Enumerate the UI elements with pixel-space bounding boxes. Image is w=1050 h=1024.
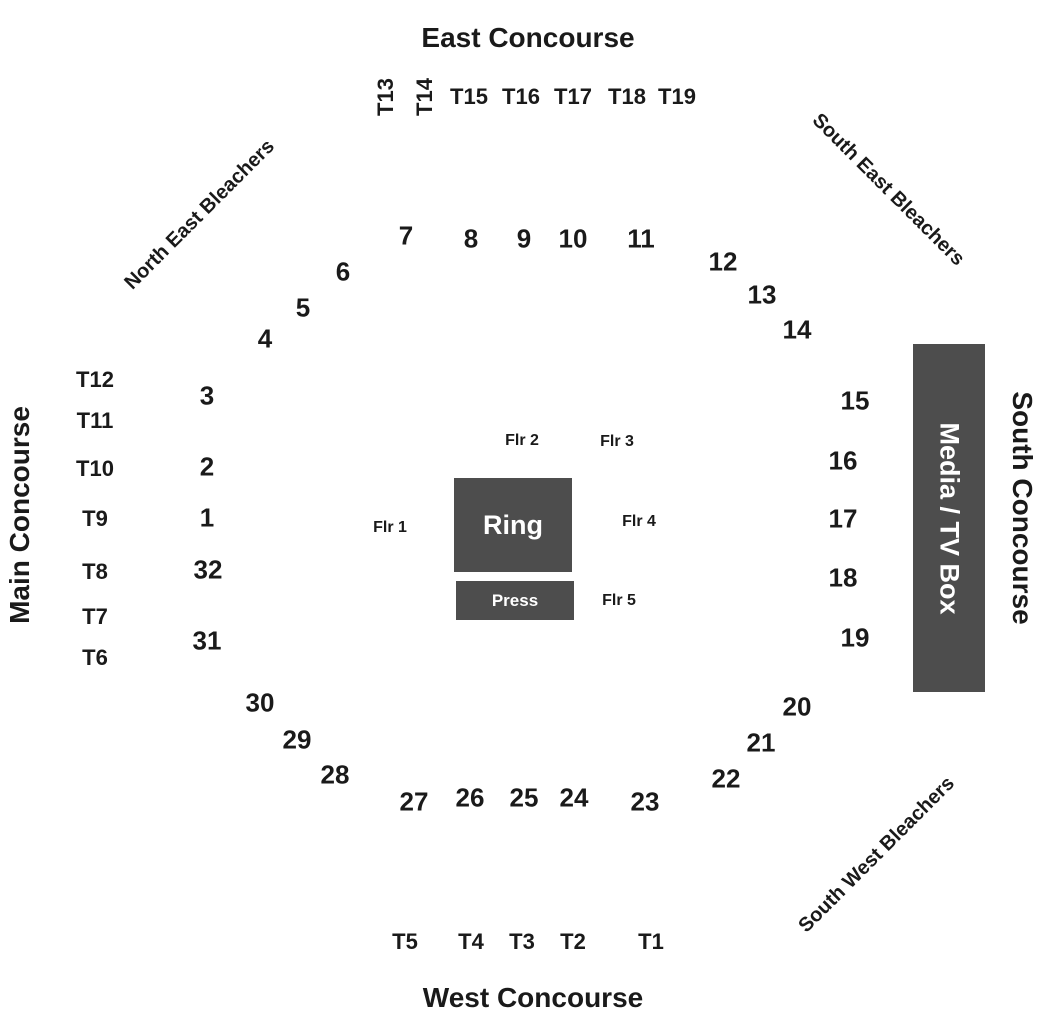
floor-2-label[interactable]: Flr 2 — [505, 432, 539, 449]
section-16[interactable]: 16 — [828, 445, 858, 476]
section-3[interactable]: 3 — [199, 380, 215, 411]
south-concourse-label: South Concourse — [1007, 391, 1038, 625]
table-t6[interactable]: T6 — [82, 645, 108, 670]
section-1[interactable]: 1 — [199, 502, 215, 533]
table-t17[interactable]: T17 — [554, 84, 592, 109]
section-5[interactable]: 5 — [295, 292, 311, 323]
table-t1[interactable]: T1 — [638, 929, 664, 954]
media-tv-box[interactable]: Media / TV Box — [913, 344, 985, 692]
table-t3[interactable]: T3 — [509, 929, 535, 954]
floor-5-label[interactable]: Flr 5 — [602, 592, 636, 609]
west-concourse-label: West Concourse — [422, 982, 644, 1013]
section-13[interactable]: 13 — [747, 279, 777, 310]
section-14[interactable]: 14 — [782, 314, 812, 345]
table-t7[interactable]: T7 — [82, 604, 108, 629]
section-6[interactable]: 6 — [335, 256, 351, 287]
section-15[interactable]: 15 — [840, 385, 870, 416]
section-25[interactable]: 25 — [509, 782, 539, 813]
ring-label: Ring — [483, 509, 543, 540]
section-27[interactable]: 27 — [399, 786, 429, 817]
table-t5[interactable]: T5 — [392, 929, 418, 954]
section-31[interactable]: 31 — [192, 625, 222, 656]
table-t4[interactable]: T4 — [458, 929, 484, 954]
section-8[interactable]: 8 — [463, 223, 479, 254]
table-t8[interactable]: T8 — [82, 559, 108, 584]
section-9[interactable]: 9 — [516, 223, 532, 254]
section-24[interactable]: 24 — [559, 782, 589, 813]
table-t10[interactable]: T10 — [76, 456, 114, 481]
table-t12[interactable]: T12 — [76, 367, 114, 392]
table-t18[interactable]: T18 — [608, 84, 646, 109]
media-tv-box-label: Media / TV Box — [934, 421, 965, 615]
section-26[interactable]: 26 — [455, 782, 485, 813]
south-west-bleachers-label: South West Bleachers — [794, 772, 959, 937]
section-7[interactable]: 7 — [398, 220, 414, 251]
section-12[interactable]: 12 — [708, 246, 738, 277]
table-t9[interactable]: T9 — [82, 506, 108, 531]
ring-box[interactable]: Ring — [454, 478, 572, 572]
section-28[interactable]: 28 — [320, 759, 350, 790]
section-17[interactable]: 17 — [828, 503, 858, 534]
south-east-bleachers-label: South East Bleachers — [807, 109, 969, 271]
section-2[interactable]: 2 — [199, 451, 215, 482]
floor-1-label[interactable]: Flr 1 — [373, 519, 407, 536]
table-t19[interactable]: T19 — [658, 84, 696, 109]
table-t11[interactable]: T11 — [76, 408, 114, 433]
table-t15[interactable]: T15 — [450, 84, 488, 109]
section-29[interactable]: 29 — [282, 724, 312, 755]
section-22[interactable]: 22 — [711, 763, 741, 794]
section-30[interactable]: 30 — [245, 687, 275, 718]
section-4[interactable]: 4 — [257, 323, 273, 354]
floor-4-label[interactable]: Flr 4 — [622, 513, 656, 530]
north-east-bleachers-label: North East Bleachers — [120, 135, 279, 294]
section-10[interactable]: 10 — [558, 223, 588, 254]
east-concourse-label: East Concourse — [421, 22, 635, 53]
section-23[interactable]: 23 — [630, 786, 660, 817]
floor-3-label[interactable]: Flr 3 — [600, 433, 634, 450]
table-t16[interactable]: T16 — [502, 84, 540, 109]
section-21[interactable]: 21 — [746, 727, 776, 758]
press-box[interactable]: Press — [456, 581, 574, 620]
section-19[interactable]: 19 — [840, 622, 870, 653]
table-t13[interactable]: T13 — [373, 78, 398, 116]
table-t14[interactable]: T14 — [412, 78, 437, 116]
press-label: Press — [491, 590, 539, 610]
section-18[interactable]: 18 — [828, 562, 858, 593]
main-concourse-label: Main Concourse — [4, 406, 35, 624]
section-11[interactable]: 11 — [627, 223, 655, 254]
table-t2[interactable]: T2 — [560, 929, 586, 954]
section-20[interactable]: 20 — [782, 691, 812, 722]
section-32[interactable]: 32 — [193, 554, 223, 585]
